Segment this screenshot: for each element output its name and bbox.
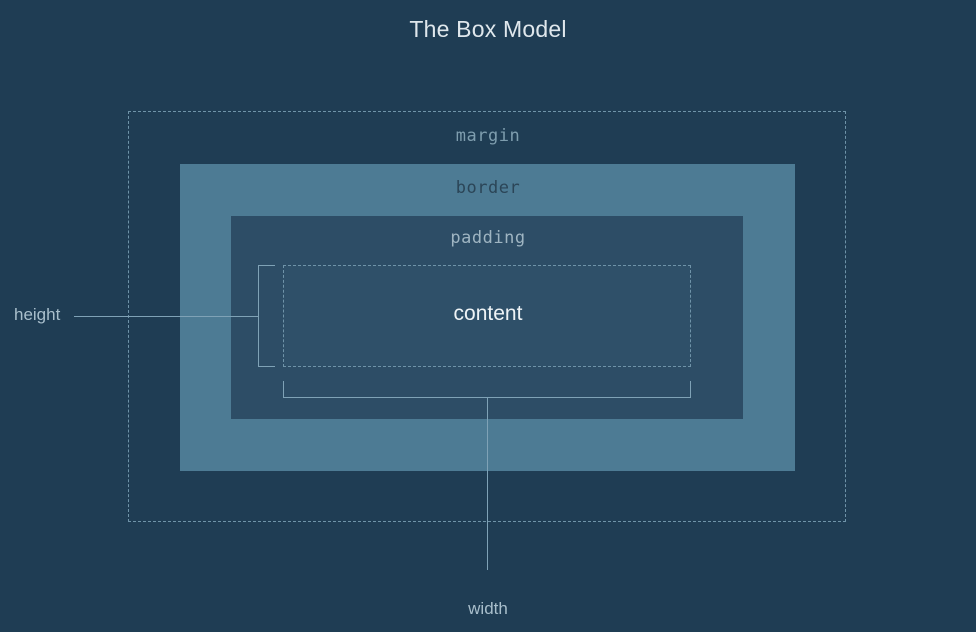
content-box [283, 265, 691, 367]
width-label: width [468, 599, 508, 618]
page-title: The Box Model [409, 16, 567, 42]
width-leader-line [487, 397, 488, 570]
height-bracket [258, 265, 275, 367]
height-leader-line [74, 316, 259, 317]
height-label: height [14, 305, 61, 324]
width-bracket [283, 381, 691, 398]
